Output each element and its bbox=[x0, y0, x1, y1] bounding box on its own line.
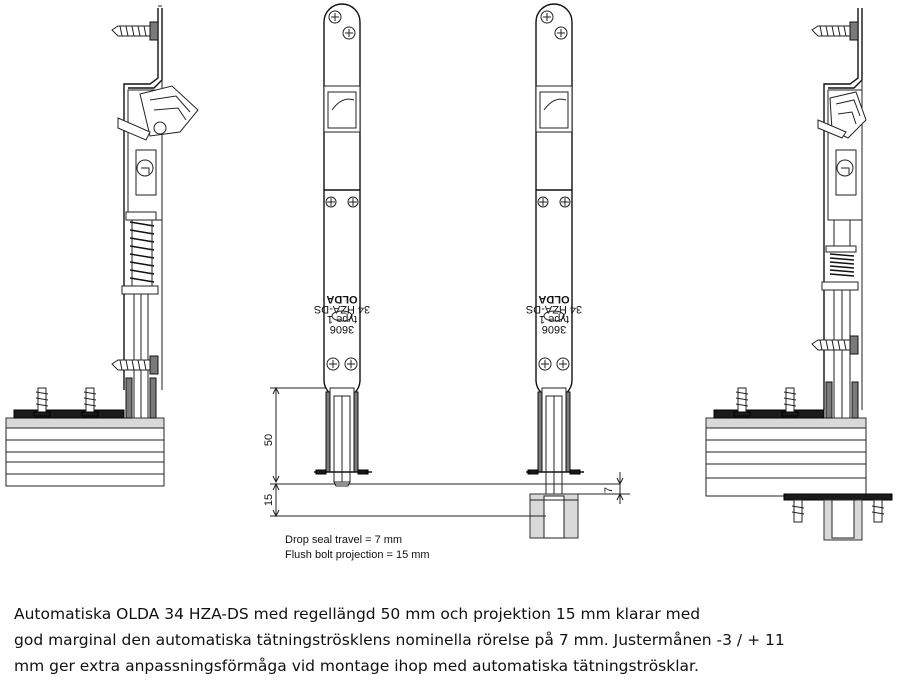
technical-drawing: type 1 34 HZA-DS OLDA 3606 bbox=[5, 3, 893, 541]
wood-screw-icon bbox=[111, 355, 159, 375]
right-side-view bbox=[705, 8, 893, 541]
label-model: 34 HZA-DS bbox=[526, 303, 582, 315]
screw-head-icon bbox=[559, 196, 571, 208]
label-code: 3606 bbox=[330, 323, 354, 335]
screw-icon bbox=[781, 387, 799, 417]
wood-screw-icon bbox=[811, 335, 859, 355]
screw-head-icon bbox=[328, 10, 342, 24]
floor-socket bbox=[783, 493, 893, 541]
screw-icon bbox=[33, 387, 51, 417]
screw-head-icon bbox=[538, 357, 552, 371]
dimension-lines: 50 15 7 bbox=[263, 386, 630, 518]
screw-head-icon bbox=[554, 26, 568, 40]
label-code: 3606 bbox=[542, 323, 566, 335]
screw-head-icon bbox=[342, 26, 356, 40]
front-view-extended: type 1 34 HZA-DS OLDA 3606 bbox=[526, 3, 584, 539]
label-type: type 1 bbox=[539, 313, 569, 325]
screw-head-icon bbox=[325, 196, 337, 208]
label-brand: OLDA bbox=[538, 293, 569, 305]
screw-head-icon bbox=[556, 357, 570, 371]
threshold-profile bbox=[705, 381, 867, 497]
wood-screw-icon bbox=[111, 21, 159, 41]
spring-icon bbox=[829, 253, 855, 277]
screw-icon bbox=[81, 387, 99, 417]
dimension-15: 15 bbox=[263, 494, 275, 506]
label-model: 34 HZA-DS bbox=[314, 303, 370, 315]
left-side-view bbox=[5, 5, 199, 487]
olda-logo-icon bbox=[836, 159, 854, 177]
olda-logo-icon bbox=[136, 159, 154, 177]
screw-head-icon bbox=[540, 10, 554, 24]
label-type: type 1 bbox=[327, 313, 357, 325]
note-flush-bolt-projection: Flush bolt projection = 15 mm bbox=[285, 549, 430, 561]
olda-logo-icon bbox=[331, 310, 353, 322]
screw-head-icon bbox=[537, 196, 549, 208]
caption: Automatiska OLDA 34 HZA-DS med regelläng… bbox=[14, 601, 894, 679]
screw-head-icon bbox=[344, 357, 358, 371]
wood-screw-icon bbox=[811, 21, 859, 41]
dimension-7: 7 bbox=[603, 487, 615, 493]
threshold-profile bbox=[5, 377, 165, 487]
caption-line-2: god marginal den automatiska tätningströ… bbox=[14, 631, 785, 649]
screw-head-icon bbox=[326, 357, 340, 371]
screw-head-icon bbox=[347, 196, 359, 208]
screw-icon bbox=[733, 387, 751, 417]
caption-line-1: Automatiska OLDA 34 HZA-DS med regelläng… bbox=[14, 605, 701, 623]
note-drop-seal-travel: Drop seal travel = 7 mm bbox=[285, 534, 403, 546]
caption-line-3: mm ger extra anpassningsförmåga vid mont… bbox=[14, 657, 699, 675]
dimension-50: 50 bbox=[263, 434, 275, 446]
front-view-retracted: type 1 34 HZA-DS OLDA 3606 bbox=[314, 3, 372, 487]
olda-logo-icon bbox=[543, 310, 565, 322]
label-brand: OLDA bbox=[326, 293, 357, 305]
spring-icon bbox=[125, 211, 157, 290]
